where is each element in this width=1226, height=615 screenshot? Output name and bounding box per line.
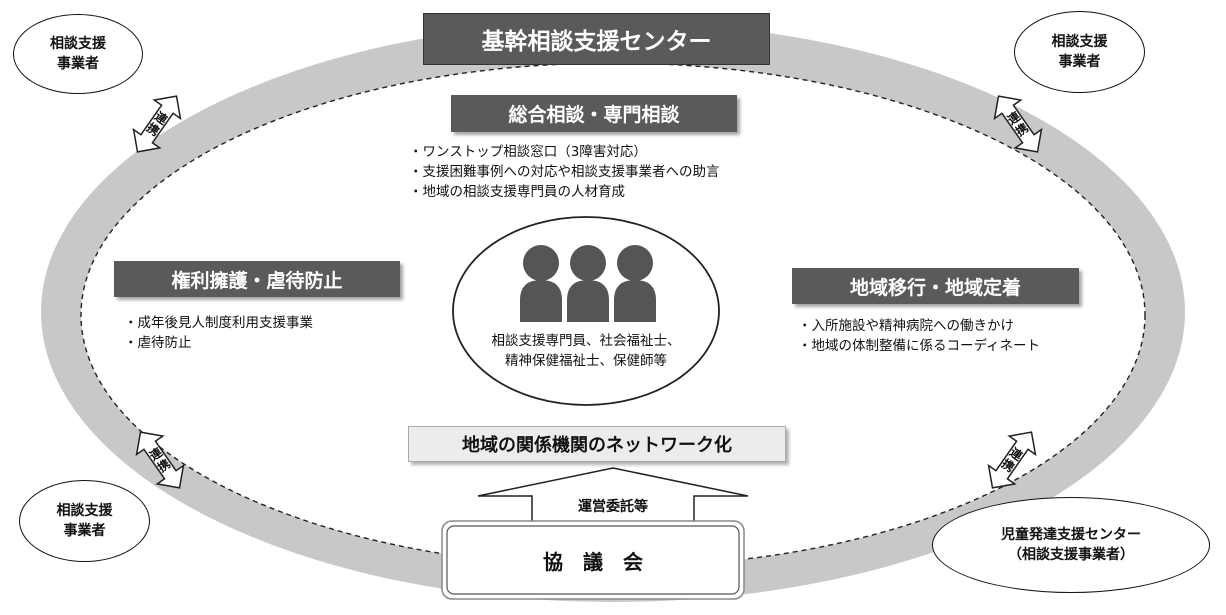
network-box: 地域の関係機関のネットワーク化 [408,426,786,462]
council-inner [446,525,740,595]
operator-bottom-left: 相談支援 事業者 [19,480,150,562]
rights-title: 権利擁護・虐待防止 [171,269,343,292]
link-arrow-tl [132,95,182,153]
link-arrow-bl [135,431,185,489]
general-item-3: ・地域の相談支援専門員の人材育成 [409,184,625,200]
council-label: 協 議 会 [543,549,643,574]
operator-tr-line2: 事業者 [1058,54,1101,70]
child-center-line2: （相談支援事業者） [1008,547,1134,563]
operator-bl-line1: 相談支援 [56,503,113,519]
child-center: 児童発達支援センター （相談支援事業者） [932,497,1210,593]
transition-title: 地域移行・地域定着 [849,276,1021,299]
operator-top-right: 相談支援 事業者 [1014,11,1145,93]
staff-line-1: 相談支援専門員、社会福祉士、 [491,333,681,349]
general-title-box: 総合相談・専門相談 [451,95,737,132]
general-item-2: ・支援困難事例への対応や相談支援事業者への助言 [409,164,720,180]
transition-item-2: ・地域の体制整備に係るコーディネート [798,338,1041,354]
center-title: 基幹相談支援センター [481,29,712,55]
general-item-1: ・ワンストップ相談窓口（3障害対応） [409,144,647,160]
operator-tr-line1: 相談支援 [1051,34,1108,50]
council-box: 協 議 会 [447,526,739,594]
transition-item-1: ・入所施設や精神病院への働きかけ [798,318,1014,334]
rights-item-1: ・成年後見人制度利用支援事業 [124,315,313,331]
rights-title-box: 権利擁護・虐待防止 [114,261,400,297]
transition-title-box: 地域移行・地域定着 [792,268,1079,304]
people-icon [520,245,656,322]
general-title: 総合相談・専門相談 [508,104,680,126]
operator-tl-line1: 相談支援 [50,36,106,52]
network-label: 地域の関係機関のネットワーク化 [462,435,732,456]
operator-bl-line2: 事業者 [63,523,106,539]
rights-item-2: ・虐待防止 [124,335,192,351]
operator-top-left: 相談支援 事業者 [13,14,143,94]
link-arrow-tr [993,95,1043,153]
link-arrow-br [987,431,1037,489]
center-title-box: 基幹相談支援センター [423,13,770,65]
operator-tl-line2: 事業者 [57,56,99,72]
entrust-label: 運営委託等 [578,499,648,515]
staff-line-2: 精神保健福祉士、保健師等 [505,353,667,369]
child-center-line1: 児童発達支援センター [1001,527,1141,543]
